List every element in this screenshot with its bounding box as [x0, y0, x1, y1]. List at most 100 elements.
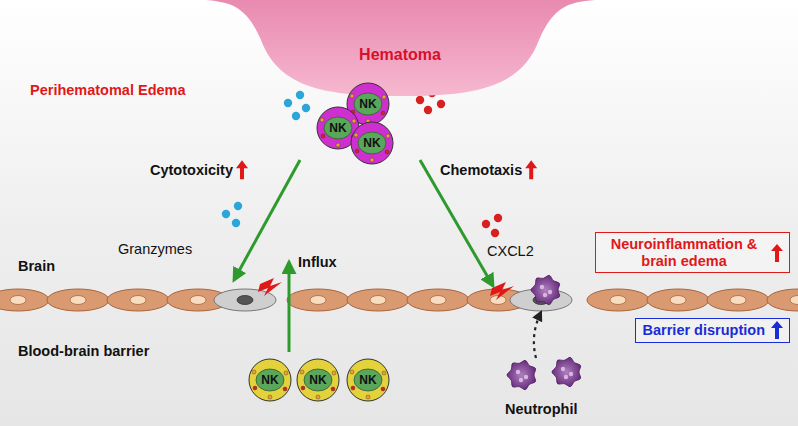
granule: [381, 387, 385, 391]
neutrophil-granule: [543, 293, 547, 297]
cell-nucleus: [790, 296, 798, 305]
granule: [331, 387, 335, 391]
endothelial-cell: [707, 289, 769, 311]
cell-membrane: [249, 359, 291, 401]
node-label: NK: [359, 373, 376, 387]
granule: [386, 134, 390, 138]
granule: [300, 370, 304, 374]
nk-cell: NK: [346, 358, 390, 402]
granule: [382, 95, 386, 99]
cell-nucleus: [310, 296, 326, 305]
granule: [336, 143, 340, 147]
granzyme-dot: [302, 104, 310, 112]
granule: [283, 387, 287, 391]
cell-nucleus: [10, 296, 26, 305]
endothelial-cell: [287, 289, 349, 311]
outcome-box: Barrier disruption: [635, 318, 790, 343]
cell-nucleus: [354, 369, 382, 391]
granule: [382, 371, 386, 375]
cell-label: Neutrophil: [505, 401, 578, 418]
granzyme-dot: [284, 99, 292, 107]
node-label: Neuroinflammation & brain edema: [603, 236, 765, 269]
compartment-label: Blood-brain barrier: [18, 343, 149, 360]
neutrophil-granule: [516, 370, 520, 374]
granzyme-dot: [296, 91, 304, 99]
granule: [284, 371, 288, 375]
cell-nucleus: [670, 296, 686, 305]
cell-nucleus: [130, 296, 146, 305]
endothelial-cell: [587, 289, 649, 311]
cell-membrane: [351, 122, 393, 164]
cell-nucleus: [70, 296, 86, 305]
molecule-label: CXCL2: [487, 243, 534, 260]
neutrophil-granule: [524, 375, 528, 379]
granule: [381, 111, 385, 115]
migration-arrow: [534, 312, 541, 358]
node-label: Barrier disruption: [643, 322, 765, 339]
cell-nucleus: [370, 296, 386, 305]
cxcl2-dot: [437, 100, 445, 108]
influx-arrow: [288, 262, 291, 352]
increase-arrow: [771, 244, 783, 262]
neutrophil-granule: [569, 372, 573, 376]
neutrophil-granule: [548, 290, 552, 294]
granule: [252, 370, 256, 374]
cell-nucleus: [256, 369, 284, 391]
node-label: NK: [329, 121, 346, 135]
cell-nucleus: [610, 296, 626, 305]
endothelial-cell: [767, 289, 798, 311]
arrow-shape: [771, 244, 783, 262]
granule: [366, 395, 370, 399]
granule: [350, 370, 354, 374]
blood-brain-barrier: [0, 289, 798, 311]
node-label: NK: [359, 97, 376, 111]
cell-membrane: [347, 359, 389, 401]
increase-arrow: [525, 160, 537, 179]
outcome-box: Neuroinflammation & brain edema: [595, 232, 790, 273]
neutrophil-granule: [561, 367, 565, 371]
hematoma-region: Hematoma: [205, 0, 595, 100]
granzyme-dot: [232, 219, 240, 227]
granule: [352, 119, 356, 123]
process-label: Chemotaxis: [440, 162, 522, 179]
cell-nucleus: [190, 296, 206, 305]
cell-nucleus: [304, 369, 332, 391]
granule: [268, 395, 272, 399]
increase-arrow: [236, 160, 248, 179]
molecule-label: Granzymes: [118, 241, 192, 258]
chemotaxis-arrow: [420, 160, 493, 286]
granule: [253, 386, 257, 390]
node-label: NK: [363, 136, 380, 150]
process-label: Cytotoxicity: [150, 162, 233, 179]
granule: [321, 134, 325, 138]
increase-arrow: [771, 321, 783, 339]
granule: [354, 133, 358, 137]
cell-nucleus: [237, 296, 253, 305]
granule: [320, 118, 324, 122]
granule: [385, 150, 389, 154]
granule: [370, 158, 374, 162]
endothelial-cell: [347, 289, 409, 311]
neutrophil-granule: [540, 285, 544, 289]
cell-nucleus: [354, 93, 382, 115]
cxcl2-dot: [482, 220, 490, 228]
cell-nucleus: [430, 296, 446, 305]
granule: [355, 149, 359, 153]
neutrophil-cell: [552, 357, 581, 386]
neutrophil-granule: [519, 378, 523, 382]
endothelial-cell: [0, 289, 49, 311]
cxcl2-dot: [416, 96, 424, 104]
cell-nucleus: [324, 117, 352, 139]
process-label: Influx: [298, 254, 337, 271]
granzyme-dot: [222, 210, 230, 218]
cxcl2-dot: [491, 229, 499, 237]
damage-bolt: [258, 278, 282, 296]
endothelial-cell: [407, 289, 469, 311]
node-label: Hematoma: [205, 46, 595, 64]
granule: [351, 386, 355, 390]
region-label: Perihematomal Edema: [30, 82, 186, 99]
granule: [332, 371, 336, 375]
nk-cell: NK: [248, 358, 292, 402]
node-label: NK: [309, 373, 326, 387]
